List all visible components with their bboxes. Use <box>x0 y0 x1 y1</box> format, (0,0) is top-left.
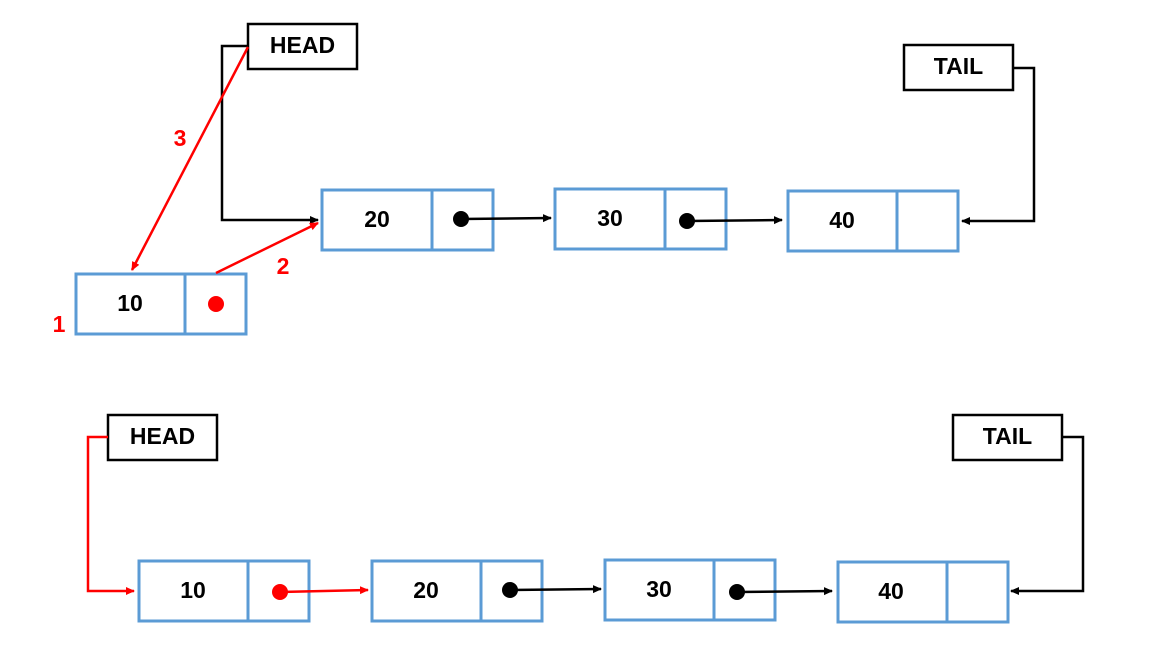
before-head-pointer: HEAD <box>246 22 359 71</box>
before-new-node-10-value: 10 <box>117 290 143 316</box>
before-node-30-value: 30 <box>597 205 623 231</box>
step-3-link <box>130 46 250 271</box>
before-link-30-40 <box>686 216 783 225</box>
before-node-30: 30 <box>553 187 728 251</box>
before-node-40-value: 40 <box>829 207 855 233</box>
after-link-20-30 <box>509 585 602 594</box>
after-head-label: HEAD <box>130 423 195 449</box>
after-diagram: HEAD TAIL 10 20 30 <box>86 413 1085 624</box>
before-tail-link <box>961 66 1036 225</box>
after-head-pointer: HEAD <box>106 413 219 462</box>
after-link-30-40 <box>736 587 833 596</box>
step-1-label: 1 <box>53 311 66 337</box>
before-diagram: HEAD TAIL 20 30 40 <box>53 22 1036 337</box>
before-tail-label: TAIL <box>934 53 983 79</box>
after-node-20-value: 20 <box>413 577 439 603</box>
after-tail-pointer: TAIL <box>951 413 1064 462</box>
after-tail-link <box>1010 435 1085 595</box>
after-link-10-20 <box>279 586 369 595</box>
step-3-label: 3 <box>174 125 187 151</box>
step-2-link <box>215 221 319 275</box>
before-node-40: 40 <box>786 189 960 253</box>
after-head-link <box>86 435 135 595</box>
before-node-20-value: 20 <box>364 206 390 232</box>
before-head-link <box>220 44 319 224</box>
after-node-40-value: 40 <box>878 578 904 604</box>
step-2-label: 2 <box>277 253 290 279</box>
before-link-20-30 <box>460 214 552 223</box>
after-node-40: 40 <box>836 560 1010 624</box>
before-head-label: HEAD <box>270 32 335 58</box>
after-node-10-value: 10 <box>180 577 206 603</box>
before-new-node-10-pointer-dot <box>208 296 224 312</box>
after-tail-label: TAIL <box>983 423 1032 449</box>
after-node-30: 30 <box>603 558 777 622</box>
before-new-node-10: 10 <box>74 272 248 336</box>
before-tail-pointer: TAIL <box>902 43 1015 92</box>
after-node-30-value: 30 <box>646 576 672 602</box>
